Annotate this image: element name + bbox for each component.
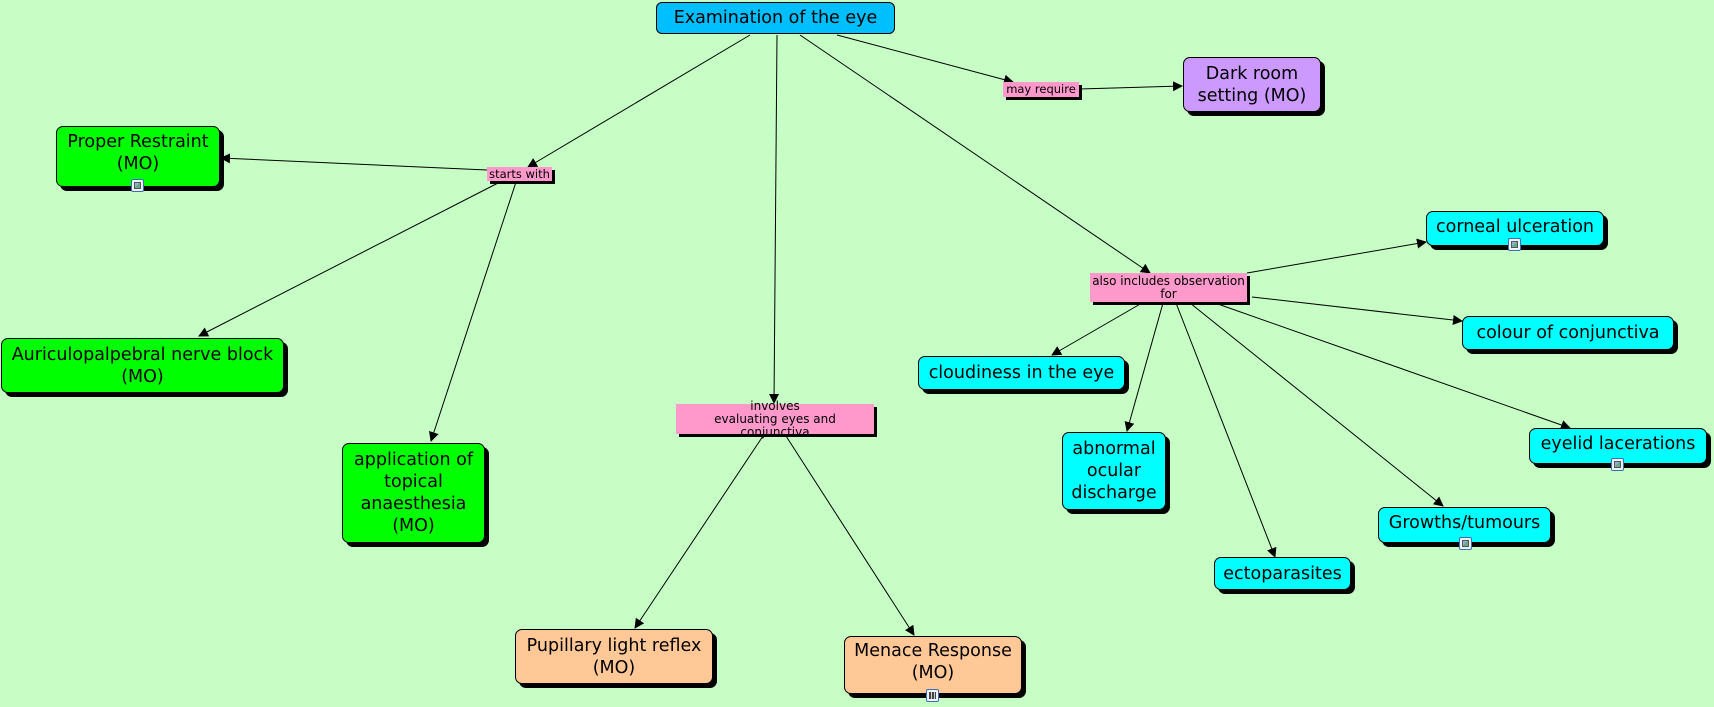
edge-involves-pupillary: [634, 435, 764, 629]
concept-topical-anaesthesia[interactable]: application of topical anaesthesia (MO): [342, 443, 485, 543]
edge-also-includes-discharge: [1124, 302, 1164, 432]
concept-colour-of-conjunctiva[interactable]: colour of conjunctiva: [1462, 316, 1674, 350]
concept-pupillary-light-reflex[interactable]: Pupillary light reflex (MO): [515, 629, 713, 684]
image-icon[interactable]: [1611, 458, 1624, 471]
concept-corneal-ulceration[interactable]: corneal ulceration: [1426, 211, 1604, 246]
concept-examination-of-the-eye[interactable]: Examination of the eye: [656, 2, 895, 34]
concept-menace-response[interactable]: Menace Response (MO): [844, 636, 1022, 694]
edge-starts-with-topical: [429, 181, 517, 442]
edge-involves-menace: [785, 435, 915, 636]
link-involves[interactable]: involves evaluating eyes and conjunctiva: [676, 399, 874, 438]
edge-starts-with-restraint: [220, 153, 488, 171]
edge-root-also-includes: [799, 34, 1151, 274]
edge-root-may-require: [836, 34, 1014, 85]
concept-abnormal-ocular-discharge[interactable]: abnormal ocular discharge: [1062, 432, 1166, 510]
edge-may-require-dark-room: [1078, 81, 1183, 92]
video-icon[interactable]: [926, 689, 939, 702]
concept-proper-restraint[interactable]: Proper Restraint (MO): [56, 126, 220, 187]
link-starts-with[interactable]: starts with: [487, 167, 552, 181]
link-also-includes-observation[interactable]: also includes observation for: [1090, 273, 1247, 302]
edge-also-includes-conjunctiva: [1251, 296, 1463, 325]
edge-also-includes-cloudiness: [1051, 302, 1143, 356]
concept-dark-room-setting[interactable]: Dark room setting (MO): [1183, 57, 1321, 112]
edge-starts-with-auriculopalpebral: [198, 181, 501, 337]
concept-cloudiness-in-the-eye[interactable]: cloudiness in the eye: [918, 356, 1125, 390]
edge-also-includes-ectoparasites: [1175, 302, 1277, 558]
link-may-require[interactable]: may require: [1003, 82, 1079, 97]
concept-auriculopalpebral-nerve-block[interactable]: Auriculopalpebral nerve block (MO): [1, 338, 284, 393]
edge-root-starts-with: [527, 34, 751, 168]
image-icon[interactable]: [1508, 238, 1521, 251]
edge-root-involves: [769, 34, 780, 404]
edge-also-includes-growths: [1189, 302, 1444, 507]
image-icon[interactable]: [131, 179, 144, 192]
concept-ectoparasites[interactable]: ectoparasites: [1214, 557, 1351, 590]
edge-also-includes-corneal: [1246, 238, 1427, 274]
image-icon[interactable]: [1459, 537, 1472, 550]
